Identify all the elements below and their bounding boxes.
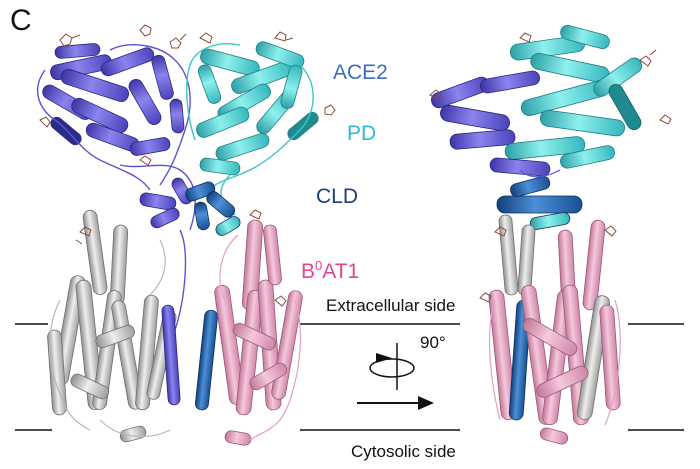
ace2-purple-helices bbox=[42, 43, 193, 229]
b0at1-grey-helices bbox=[47, 209, 177, 443]
rotation-angle-label: 90° bbox=[420, 333, 446, 352]
b0at1-label-superscript: 0 bbox=[315, 258, 323, 273]
right-cld-helices bbox=[496, 175, 583, 230]
cld-label: CLD bbox=[316, 185, 359, 208]
cld-tm-helix bbox=[195, 309, 218, 411]
b0at1-pink-helices bbox=[214, 219, 303, 446]
cytosolic-side-label: Cytosolic side bbox=[351, 442, 456, 461]
rotation-arrow-icon bbox=[369, 343, 415, 390]
right-b0at1-helices bbox=[488, 214, 621, 445]
b0at1-grey-loops bbox=[48, 239, 171, 438]
panel-label: C bbox=[10, 4, 32, 37]
ace2-label: ACE2 bbox=[333, 61, 388, 84]
b0at1-pink-loops bbox=[219, 234, 302, 441]
right-ace2-helices bbox=[430, 24, 643, 177]
ace2-cyan-helices bbox=[196, 41, 319, 176]
right-arrow-icon bbox=[357, 396, 434, 410]
b0at1-label-base: B bbox=[301, 260, 316, 283]
ace2-purple-tm-helix bbox=[161, 304, 181, 406]
cld-helices bbox=[185, 181, 241, 236]
glycan-sticks bbox=[39, 24, 336, 307]
extracellular-side-label: Extracellular side bbox=[326, 296, 456, 315]
pd-label: PD bbox=[347, 122, 377, 145]
b0at1-label-rest: AT1 bbox=[322, 260, 360, 283]
right-glycan-sticks bbox=[429, 32, 672, 303]
membrane-lines bbox=[15, 323, 684, 431]
b0at1-label: B0AT1 bbox=[301, 259, 359, 282]
right-loops bbox=[488, 169, 621, 426]
